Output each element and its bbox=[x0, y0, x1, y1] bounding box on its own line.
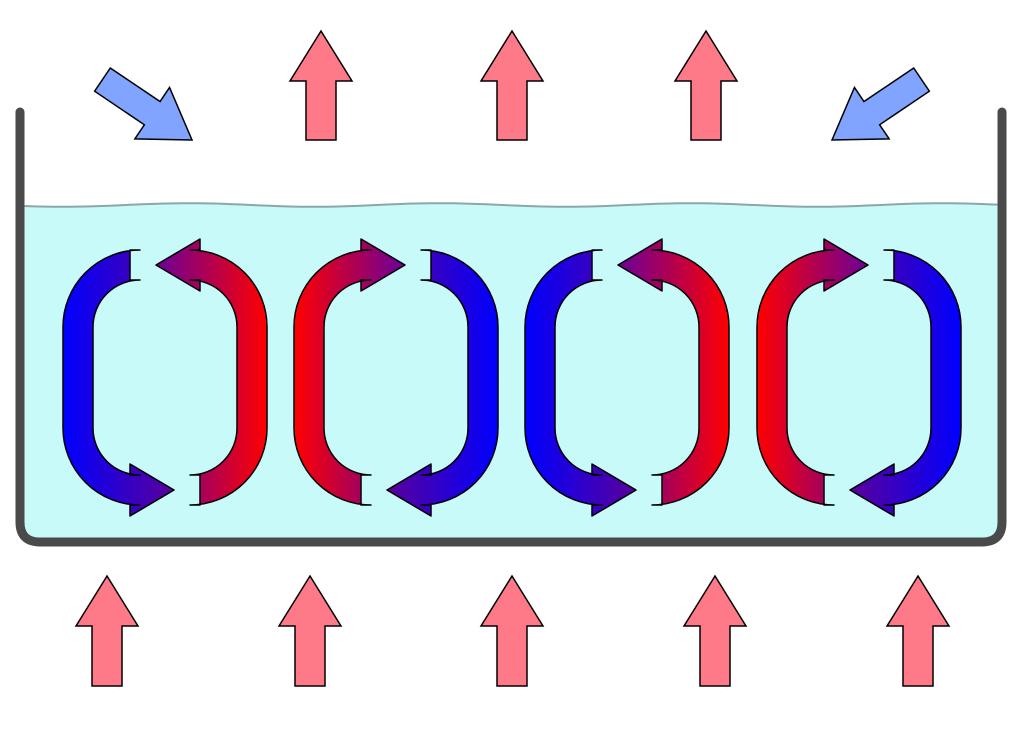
cell-descending-arrow bbox=[849, 249, 962, 517]
heat-flow-arrows bbox=[74, 29, 951, 687]
cool-air-arrow-shape bbox=[830, 66, 931, 141]
cool-air-arrow bbox=[93, 66, 194, 141]
convection-cell-2 bbox=[293, 238, 499, 517]
cell-rising-arrow bbox=[155, 238, 268, 506]
cell-descending-arrow bbox=[524, 249, 637, 517]
container-wall bbox=[15, 107, 1007, 547]
water-body bbox=[21, 202, 1000, 543]
cool-air-arrow-shape bbox=[93, 66, 194, 141]
heat-input-arrow bbox=[277, 574, 343, 687]
heat-output-arrow bbox=[288, 29, 354, 141]
cell-descending-arrow bbox=[386, 249, 499, 517]
water-surface bbox=[21, 202, 999, 208]
heat-input-arrow bbox=[682, 574, 748, 687]
cell-descending-arrow bbox=[62, 249, 175, 517]
cell-rising-arrow bbox=[293, 238, 406, 506]
heat-output-arrow bbox=[479, 29, 545, 141]
cell-rising-arrow bbox=[756, 238, 869, 506]
heat-output-arrow bbox=[673, 29, 739, 141]
cell-rising-arrow bbox=[617, 238, 730, 506]
heat-input-arrow bbox=[885, 574, 951, 687]
cool-air-arrow bbox=[830, 66, 931, 141]
convection-cell-4 bbox=[756, 238, 962, 517]
container-outline bbox=[15, 107, 1007, 547]
convection-cell-3 bbox=[524, 238, 730, 517]
heat-input-arrow bbox=[74, 574, 140, 687]
convection-cells bbox=[62, 238, 962, 517]
water-fill bbox=[22, 203, 1000, 543]
heat-input-arrow bbox=[479, 574, 545, 687]
convection-cell-1 bbox=[62, 238, 268, 517]
